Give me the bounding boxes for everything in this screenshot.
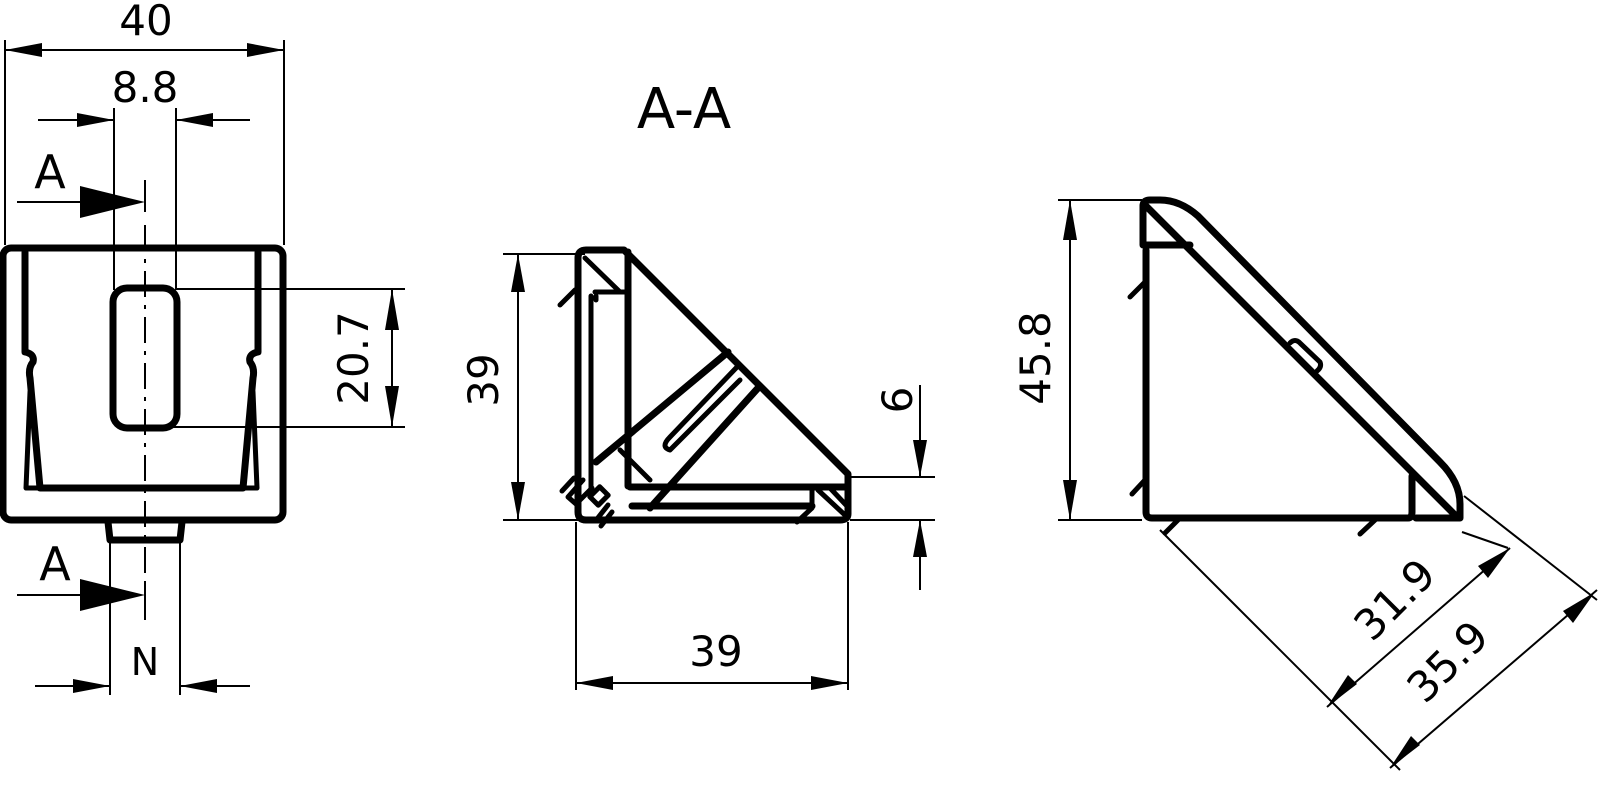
dim-slot-width: 8.8 xyxy=(112,63,179,112)
section-view: A-A 39 xyxy=(459,77,935,690)
dim-diag-inner: 31.9 xyxy=(1344,549,1445,650)
section-marker-bottom: A xyxy=(39,537,71,591)
dim-side-height: 45.8 xyxy=(1011,311,1060,405)
dim-diag-outer: 35.9 xyxy=(1397,611,1498,712)
dim-section-width: 39 xyxy=(689,627,742,676)
side-view: 45.8 31.9 35.9 xyxy=(1011,196,1598,771)
dim-section-height: 39 xyxy=(459,353,508,406)
front-view: 40 8.8 A 20.7 A xyxy=(0,0,405,695)
dim-nut-width: N xyxy=(131,640,159,684)
dim-base-thickness: 6 xyxy=(873,387,922,414)
section-marker-top: A xyxy=(34,145,66,199)
dim-overall-width: 40 xyxy=(119,0,172,45)
dim-slot-height: 20.7 xyxy=(329,311,378,405)
section-title: A-A xyxy=(637,77,731,142)
